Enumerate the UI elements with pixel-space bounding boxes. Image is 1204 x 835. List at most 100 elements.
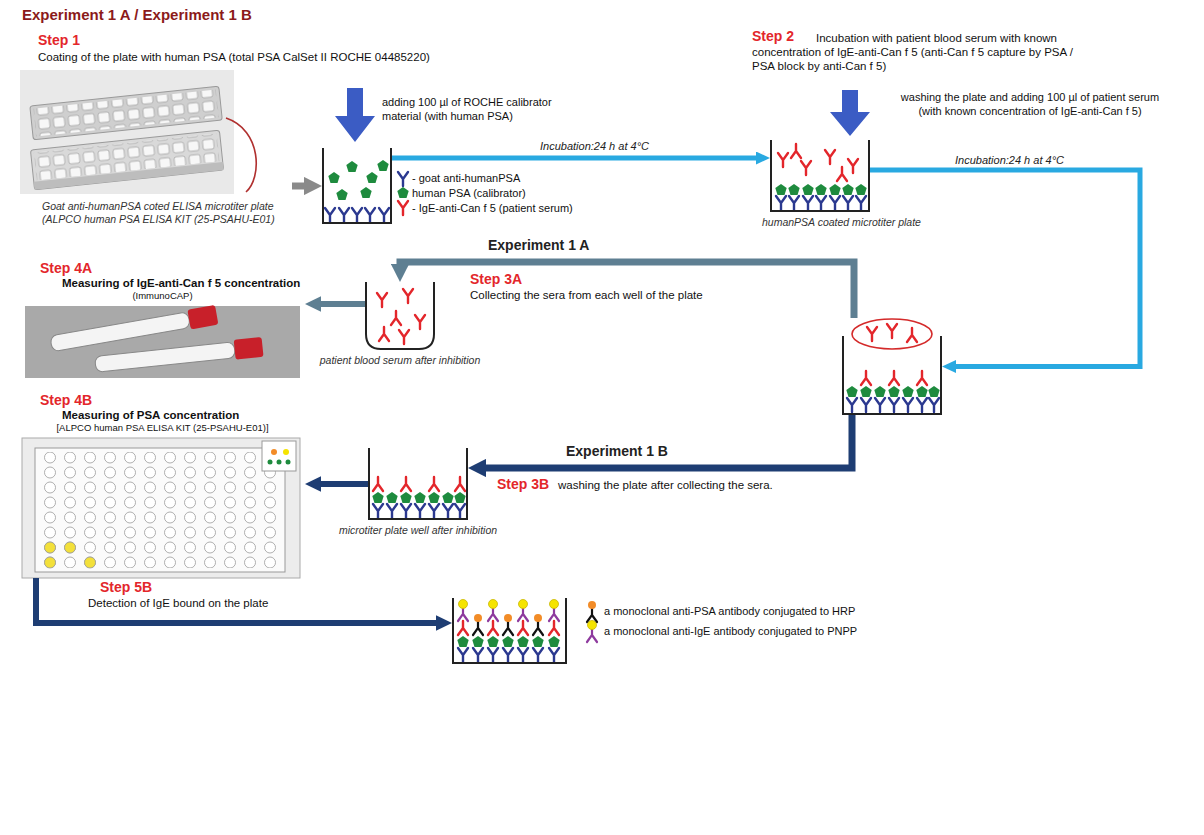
well-contents	[791, 144, 801, 158]
plate-photo-image	[30, 86, 223, 140]
well-contents	[455, 477, 465, 491]
well-contents	[473, 614, 483, 635]
well-contents	[473, 648, 483, 662]
plate-photo-image	[226, 118, 256, 192]
well-contents	[815, 184, 826, 195]
well-outline	[453, 598, 566, 663]
well-contents	[488, 621, 498, 635]
well-contents	[548, 636, 559, 647]
plate-photo: Goat anti-humanPSA coted ELISA microtite…	[20, 68, 292, 226]
well-contents	[887, 324, 897, 338]
immunocap-photo-image	[25, 305, 300, 378]
step-heading: Step 4A	[40, 260, 305, 276]
tube-caption: patient blood serum after inhibition	[300, 354, 500, 367]
well-outline	[843, 336, 941, 414]
well-contents	[487, 636, 498, 647]
step-heading: Step 2	[752, 28, 794, 44]
well-contents	[386, 492, 397, 503]
legend-text: human PSA (calibrator)	[412, 186, 526, 201]
incubation-label: Incubation:24 h at 4°C	[540, 140, 649, 153]
well-contents	[517, 636, 528, 647]
well-contents	[488, 600, 498, 622]
well-contents	[400, 492, 411, 503]
well-outline	[770, 140, 870, 212]
well-contents	[848, 159, 858, 173]
well-contents	[377, 293, 387, 307]
legend-symbols	[397, 187, 408, 198]
well-contents	[472, 636, 483, 647]
legend-text: - IgE-anti-Can f 5 (patient serum)	[412, 201, 573, 216]
step-heading: Step 3A	[470, 271, 522, 287]
well-contents	[875, 398, 885, 412]
well-contents	[325, 208, 335, 222]
legend-text: - goat anti-humanPSA	[412, 171, 520, 186]
well-contents	[874, 386, 885, 397]
step-heading: Step 4B	[40, 392, 305, 408]
well-contents	[533, 648, 543, 662]
step-text: Incubation with patient blood serum with…	[752, 31, 1092, 73]
plate-photo-image	[30, 86, 223, 140]
well-contents	[503, 648, 513, 662]
well-contents	[454, 492, 465, 503]
well-contents	[861, 371, 871, 385]
immunocap-photo-image	[95, 342, 236, 373]
well-contents	[428, 492, 439, 503]
well-contents	[360, 187, 371, 198]
elisa-plate-image	[22, 438, 300, 578]
well-contents	[825, 150, 835, 164]
legend-symbols	[398, 172, 408, 186]
well-contents	[549, 648, 559, 662]
well-contents	[442, 492, 453, 503]
well-contents	[502, 636, 513, 647]
well-contents	[373, 477, 383, 491]
elisa-plate-image	[283, 449, 289, 455]
process-arrow	[36, 578, 436, 623]
well-contents	[816, 196, 826, 210]
legend-text: a monoclonal anti-PSA antibody conjugate…	[604, 604, 855, 619]
legend-item: a monoclonal anti-PSA antibody conjugate…	[604, 604, 855, 619]
well-contents	[391, 311, 401, 325]
well-contents	[929, 398, 939, 412]
step-text: Measuring of PSA concentration	[62, 408, 305, 422]
legend-symbols	[398, 201, 408, 215]
step-note: adding 100 µl of ROCHE calibrator materi…	[382, 95, 562, 123]
immunocap-photo-image	[234, 337, 264, 360]
coating-well: adding 100 µl of ROCHE calibrator materi…	[322, 148, 392, 224]
well-outline	[771, 140, 869, 211]
process-arrow	[400, 262, 854, 318]
elisa-plate-image	[22, 438, 300, 578]
immunocap-photo: Step 4AMeasuring of IgE-anti-Can f 5 con…	[20, 260, 305, 378]
well-contents	[328, 172, 339, 183]
well-contents	[387, 504, 397, 518]
well-contents	[366, 172, 377, 183]
well-contents	[928, 386, 939, 397]
well-contents	[457, 636, 468, 647]
well-contents	[852, 319, 932, 349]
well-contents	[855, 184, 866, 195]
elisa-plate-image	[286, 460, 291, 465]
well-contents	[801, 161, 811, 175]
serum-well: washing the plate and adding 100 µl of p…	[770, 140, 870, 212]
step-text: Collecting the sera from each well of th…	[470, 288, 770, 302]
process-arrow	[486, 415, 852, 468]
legend-symbols	[587, 621, 597, 643]
well-caption: microtiter plate well after inhibition	[318, 524, 518, 537]
well-contents	[788, 184, 799, 195]
elisa-plate-image	[271, 449, 277, 455]
well-caption: humanPSA coated microtiter plate	[762, 216, 962, 229]
immunocap-photo-image	[50, 312, 191, 352]
well-contents	[401, 477, 411, 491]
method-note: (ImmunoCAP)	[20, 290, 305, 302]
incubated-well	[842, 318, 942, 415]
well-contents	[429, 477, 439, 491]
legend-item: a monoclonal anti-IgE antibody conjugate…	[604, 624, 857, 639]
well-contents	[488, 648, 498, 662]
well-contents	[889, 371, 899, 385]
well-contents	[346, 161, 357, 172]
well-contents	[860, 386, 871, 397]
step-note: washing the plate and adding 100 µl of p…	[890, 90, 1170, 118]
process-arrow	[392, 156, 756, 161]
elisa-plate-image	[268, 460, 273, 465]
immunocap-photo-image	[94, 337, 263, 374]
step-heading: Step 5B	[100, 579, 152, 595]
